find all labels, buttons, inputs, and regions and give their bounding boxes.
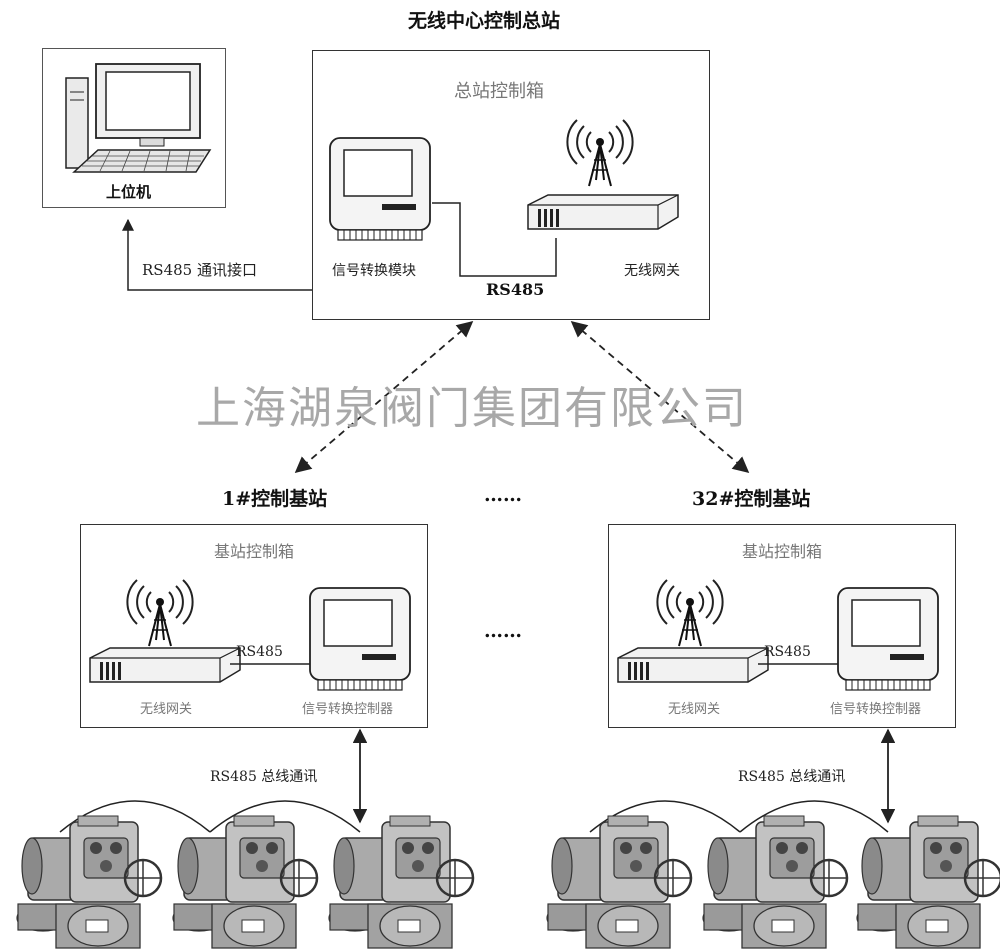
actuator-icon: [171, 814, 319, 949]
host-link-label: RS485 通讯接口: [142, 261, 257, 279]
base1-bus-label: RS485 总线通讯: [210, 769, 318, 785]
base32-controller-label: 信号转换控制器: [830, 702, 922, 717]
host-rs485-arrow: [122, 218, 312, 291]
base1-controller-label: 信号转换控制器: [302, 702, 394, 717]
actuator-icon: [855, 814, 1000, 949]
master-rs485-line: [432, 202, 557, 277]
base1-box-label: 基站控制箱: [214, 542, 295, 561]
master-rs485-label: RS485: [486, 280, 545, 299]
company-watermark: 上海湖泉阀门集团有限公司: [196, 383, 748, 434]
master-module-label: 信号转换模块: [332, 263, 416, 279]
base32-rs485-label: RS485: [764, 644, 811, 660]
host-label: 上位机: [106, 183, 152, 201]
base32-bus-label: RS485 总线通讯: [738, 769, 846, 785]
base1-control-box: [80, 524, 428, 728]
ellipsis-top: ……: [484, 484, 522, 506]
base32-control-box: [608, 524, 956, 728]
wireless-link-1: [294, 320, 474, 474]
master-gateway-label: 无线网关: [624, 263, 680, 279]
master-box-label: 总站控制箱: [454, 81, 544, 102]
actuator-icon: [15, 814, 163, 949]
actuator-icon: [701, 814, 849, 949]
actuator-icon: [327, 814, 475, 949]
base32-gateway-label: 无线网关: [668, 702, 721, 717]
host-computer-box: [42, 48, 226, 208]
host-computer-icon: [65, 63, 212, 173]
actuator-icon: [545, 814, 693, 949]
master-title: 无线中心控制总站: [408, 10, 561, 32]
base32-title: 32#控制基站: [692, 488, 811, 510]
base1-bus-arc-b: [209, 800, 361, 833]
base1-gateway-label: 无线网关: [140, 702, 193, 717]
master-control-box: [312, 50, 710, 320]
base32-bus-arc-b: [739, 800, 889, 833]
ellipsis-middle: ……: [484, 620, 522, 642]
base32-box-label: 基站控制箱: [742, 542, 823, 561]
wireless-link-32: [570, 320, 750, 474]
base1-rs485-label: RS485: [236, 644, 283, 660]
base1-title: 1#控制基站: [222, 488, 328, 510]
